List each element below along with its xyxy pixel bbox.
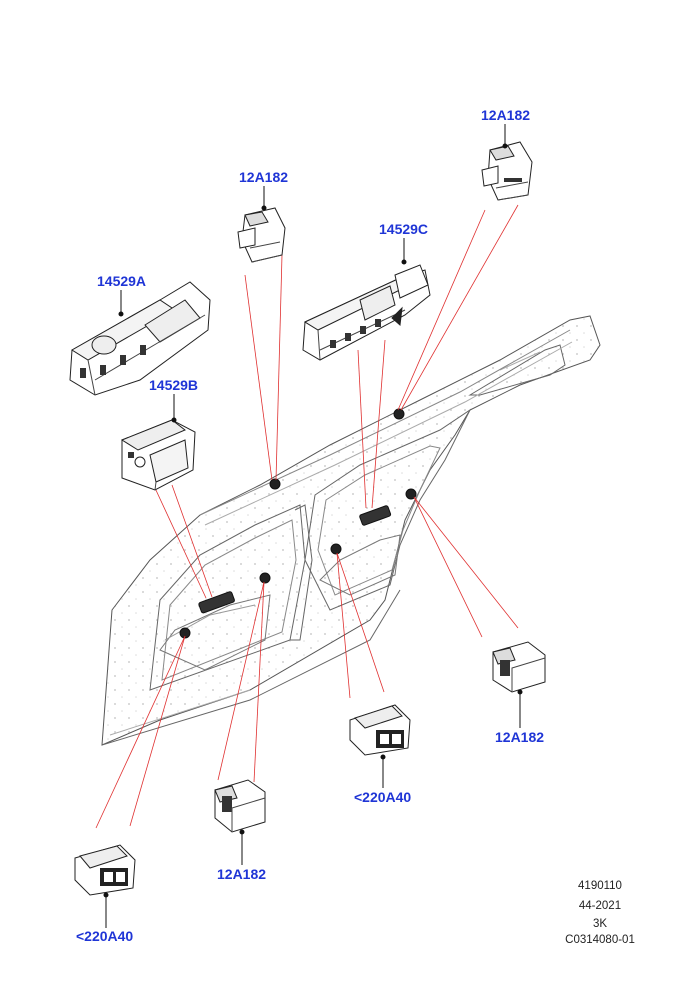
vehicle-body-side [101, 315, 601, 746]
callout-14529c: 14529C [379, 221, 429, 237]
installed-switches [179, 408, 417, 639]
callout-12a182-right: 12A182 [481, 107, 531, 123]
rear-switch-220a40-middle [349, 704, 411, 756]
reference-date: 44-2021 [578, 900, 622, 912]
window-switch-12a182-lower-right [492, 641, 546, 693]
window-switch-12a182-top [237, 207, 286, 263]
switch-14529b [120, 419, 196, 491]
callout-220a40-lower-left: <220A40 [76, 928, 134, 944]
reference-illustration-id: C0314080-01 [565, 934, 635, 946]
window-switch-12a182-lower-center [214, 779, 266, 833]
callout-12a182-top: 12A182 [239, 169, 289, 185]
callout-14529a: 14529A [97, 273, 147, 289]
reference-revision: 3K [592, 918, 608, 930]
reference-block: 4190110 44-2021 3K C0314080-01 [540, 876, 660, 948]
reference-code: 4190110 [578, 880, 622, 892]
callout-220a40-middle: <220A40 [354, 789, 412, 805]
rear-switch-220a40-lower-left [74, 844, 136, 896]
callout-pointers [103, 124, 523, 928]
callout-12a182-lower-center: 12A182 [217, 866, 267, 882]
window-switch-12a182-right [481, 141, 533, 201]
master-switch-14529c [302, 264, 431, 361]
leader-lines [95, 204, 519, 829]
callout-14529b: 14529B [149, 377, 199, 393]
callout-12a182-lower-right: 12A182 [495, 729, 545, 745]
master-switch-14529a [69, 281, 211, 396]
